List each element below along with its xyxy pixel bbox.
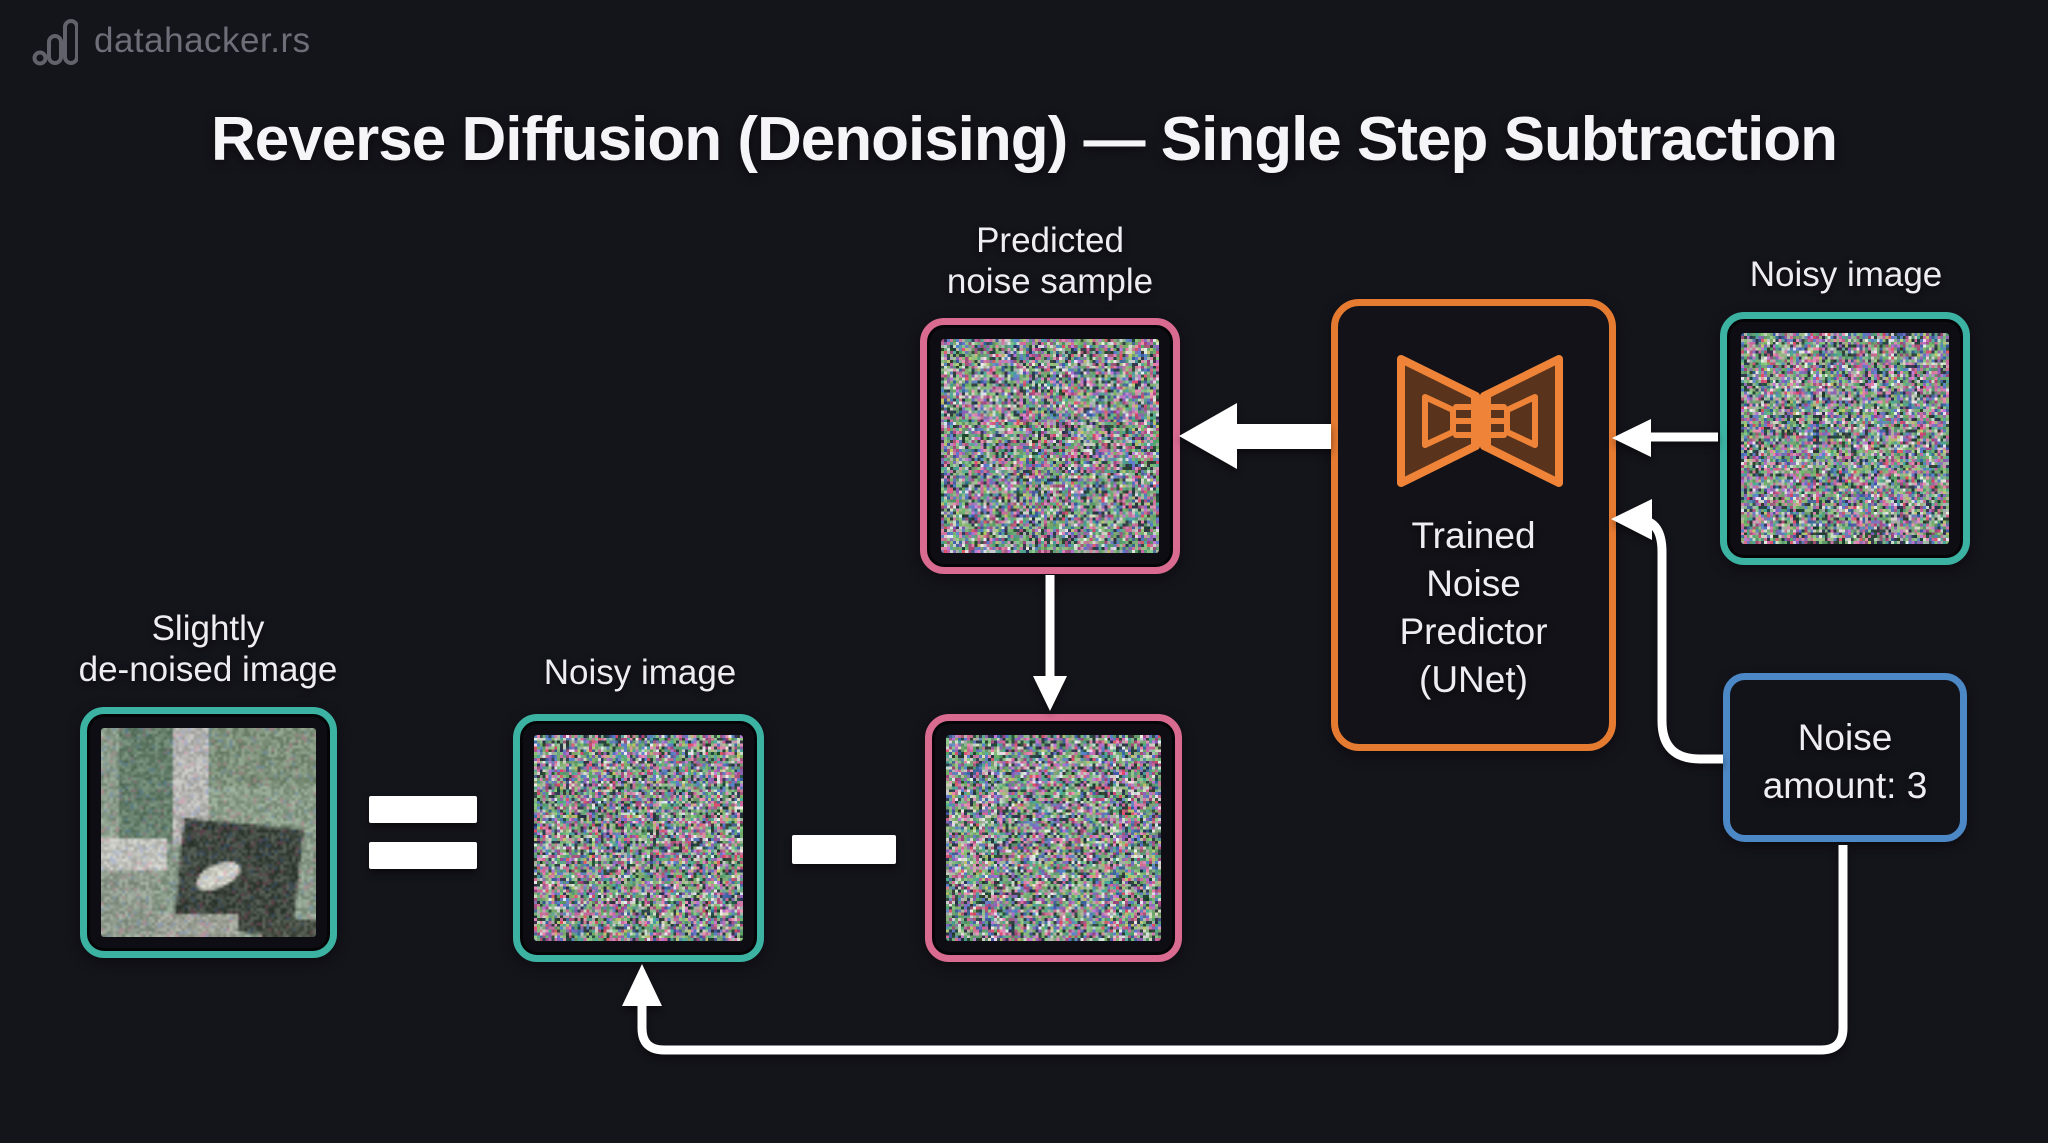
noisy-image-right-thumbnail: [1741, 333, 1949, 544]
noisy-image-right-box: [1720, 312, 1970, 565]
unet-label: Trained Noise Predictor (UNet): [1399, 515, 1548, 700]
predicted-noise-thumbnail: [941, 339, 1159, 553]
subtracted-noise-thumbnail: [946, 735, 1161, 941]
noise-amount-box: Noise amount: 3: [1723, 673, 1967, 842]
noisy-image-bottom-thumbnail: [534, 735, 743, 941]
brand-text: datahacker.rs: [94, 21, 311, 60]
subtracted-noise-box: [925, 714, 1182, 962]
noise-amount-label: Noise amount: 3: [1762, 717, 1928, 806]
noisy-image-bottom-box: [513, 714, 764, 962]
minus-sign: [792, 835, 896, 864]
noise-amount-to-unet-arrow: [1611, 499, 1723, 764]
predicted-noise-label: Predicted noise sample: [946, 221, 1154, 301]
denoised-image-thumbnail: [101, 728, 316, 937]
denoised-image-box: [80, 707, 337, 958]
noise-amount-to-noisy-bottom-arrow: [622, 845, 1848, 1055]
noisy-image-right-label: Noisy image: [1749, 255, 1943, 294]
unet-hourglass-icon: [1397, 355, 1563, 487]
brand: datahacker.rs: [32, 16, 311, 66]
bar-chart-icon: [32, 19, 78, 66]
predicted-noise-down-arrow: [1033, 575, 1067, 711]
noisy-image-bottom-label: Noisy image: [543, 653, 737, 692]
page-title: Reverse Diffusion (Denoising) — Single S…: [210, 105, 1838, 174]
denoised-image-label: Slightly de-noised image: [78, 609, 338, 689]
unet-predictor-box: Trained Noise Predictor (UNet): [1331, 299, 1616, 751]
predicted-noise-sample-box: [920, 318, 1180, 574]
noisy-right-to-unet-arrow: [1612, 419, 1718, 457]
unet-to-predicted-noise-arrow: [1179, 403, 1331, 469]
